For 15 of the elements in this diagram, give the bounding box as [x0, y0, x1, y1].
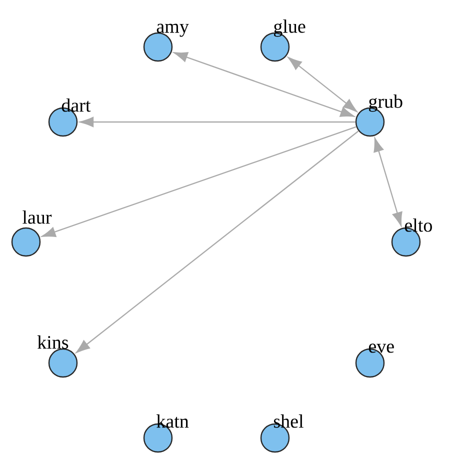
node-label: laur — [22, 210, 52, 224]
node-label: katn — [156, 414, 189, 428]
node-label: shel — [274, 414, 304, 428]
node-label: elto — [404, 218, 432, 232]
arrow — [288, 57, 358, 112]
node-label: grub — [369, 94, 402, 112]
arrow — [374, 138, 402, 226]
node-label: dart — [62, 98, 91, 112]
arrow — [76, 130, 359, 353]
arrow — [80, 116, 356, 128]
node-label: kins — [37, 335, 68, 349]
node-label: glue — [274, 20, 306, 37]
node-label: amy — [156, 24, 189, 37]
arrow — [174, 52, 354, 117]
arrow — [42, 126, 356, 237]
